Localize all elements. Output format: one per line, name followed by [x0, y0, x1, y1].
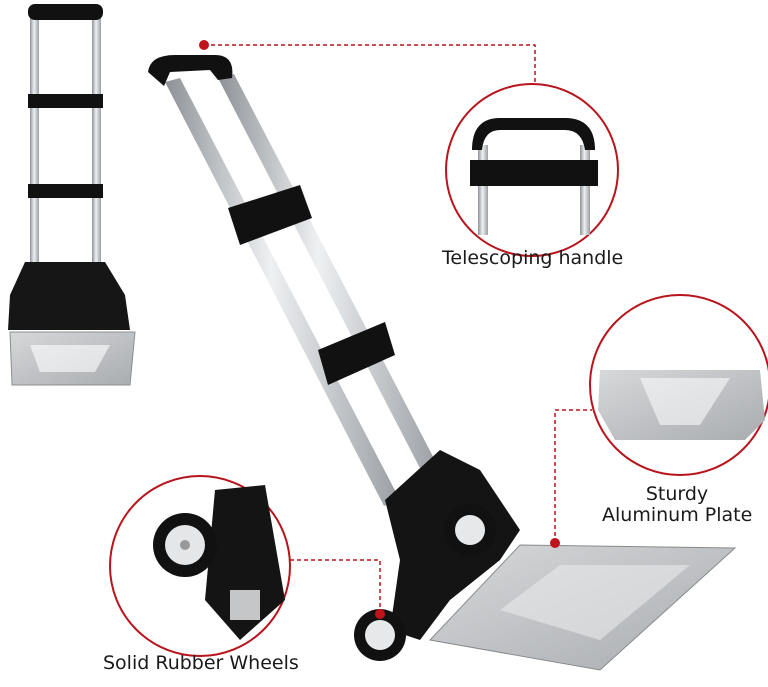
plate-marker-dot: [550, 538, 560, 548]
front-view-truck: [8, 4, 136, 386]
telescoping-handle-label: Telescoping handle: [442, 247, 624, 269]
wheel-detail-circle: [109, 475, 291, 657]
callout-leaders: [204, 44, 592, 614]
handle-detail-circle: [445, 83, 619, 257]
handle-marker-dot: [199, 40, 209, 50]
plate-detail-circle: [589, 294, 768, 476]
main-hand-truck: [148, 55, 737, 671]
plate-label-line1: Sturdy: [645, 483, 709, 505]
plate-label-line2: Aluminum Plate: [602, 504, 753, 526]
wheel-marker-dot: [375, 609, 385, 619]
rubber-wheels-label: Solid Rubber Wheels: [103, 652, 299, 674]
